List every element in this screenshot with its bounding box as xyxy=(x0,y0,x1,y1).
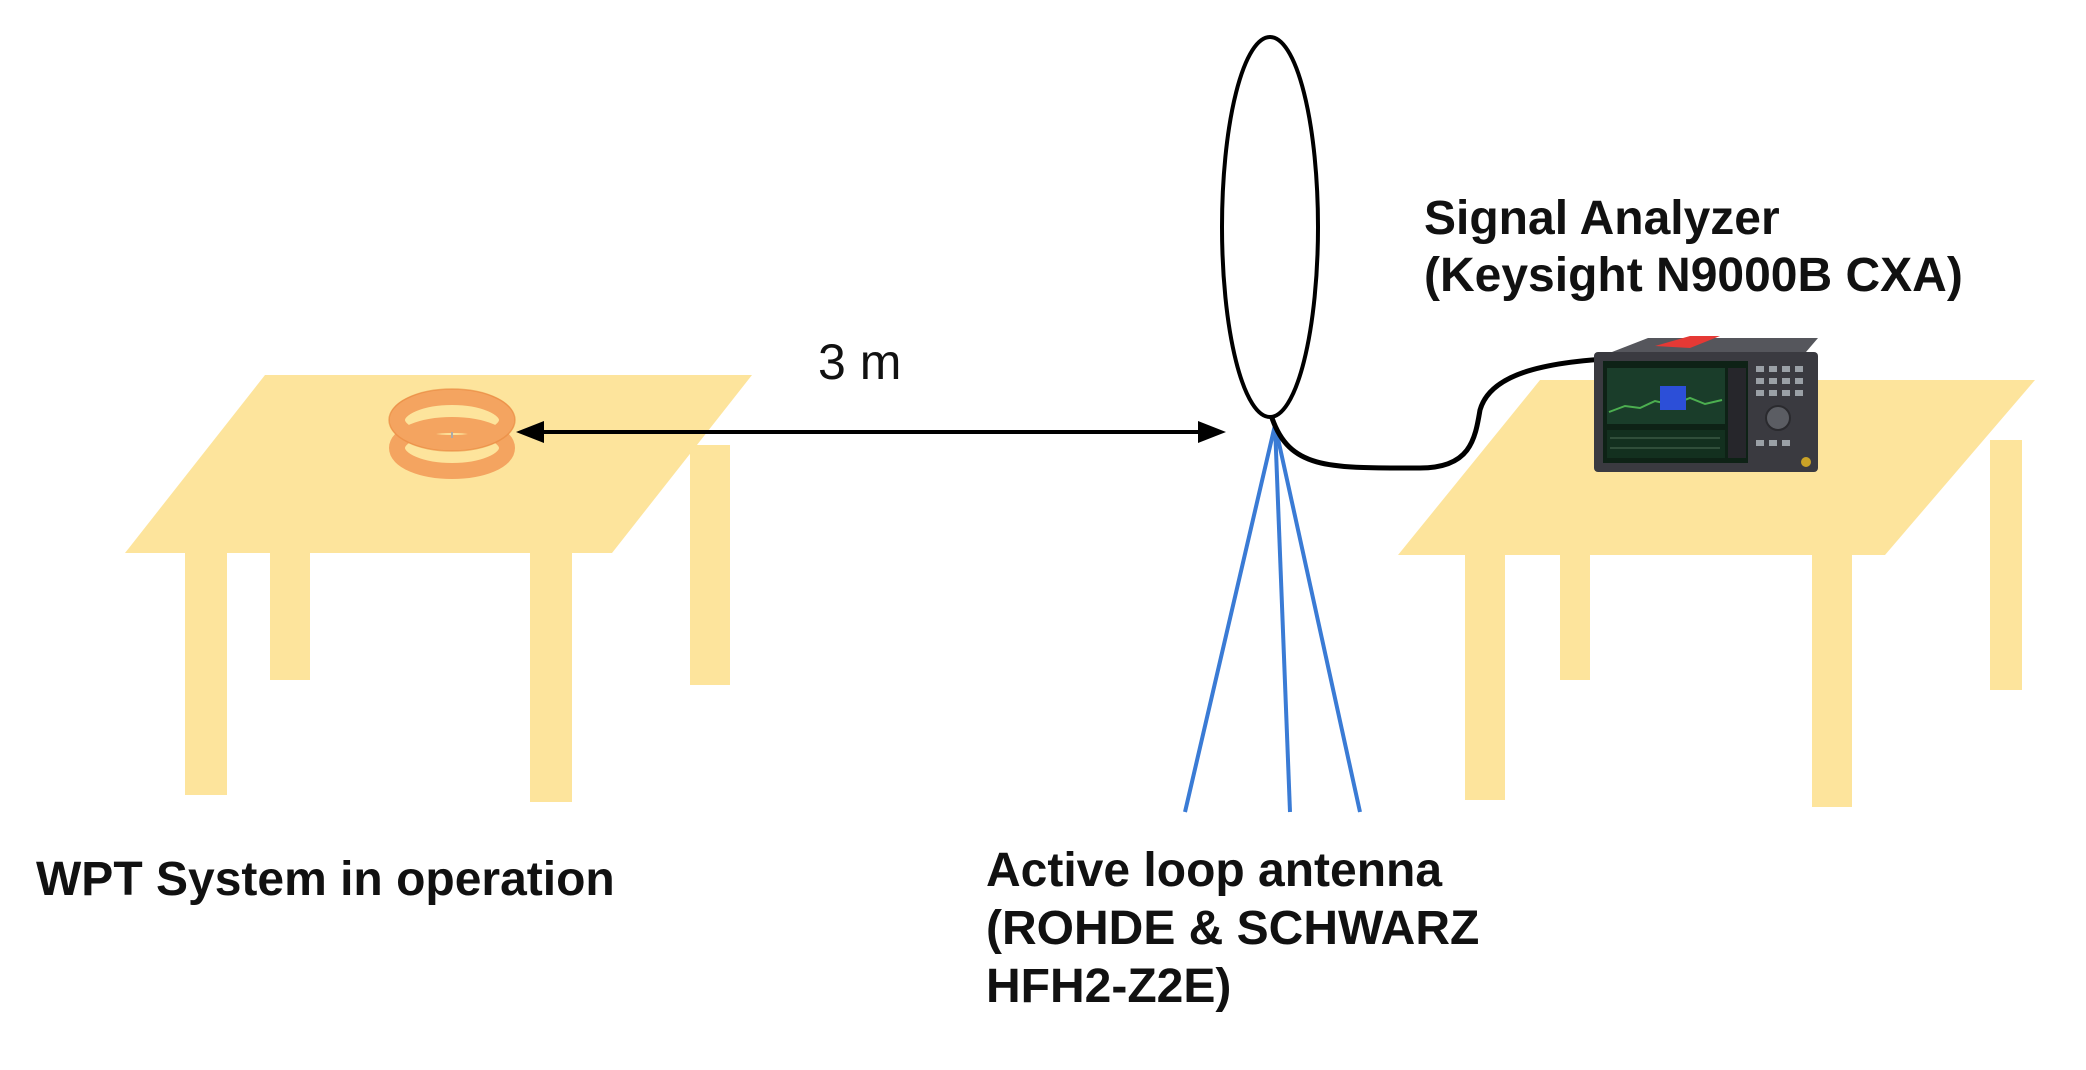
right-table-leg-front-left xyxy=(1465,545,1505,800)
right-table-leg-front-right xyxy=(1812,545,1852,807)
right-table-leg-back-right xyxy=(1990,440,2022,690)
distance-arrow xyxy=(516,421,1226,443)
antenna-cable xyxy=(1269,355,1621,471)
antenna-tripod xyxy=(1183,424,1362,813)
left-table-leg-front-left xyxy=(185,530,227,795)
left-table-leg-front-right xyxy=(530,530,572,802)
right-table-leg-back-left xyxy=(1560,540,1590,680)
loop-antenna-icon xyxy=(1220,35,1320,419)
distance-label: 3 m xyxy=(818,334,902,390)
wpt-system-label: WPT System in operation xyxy=(36,853,615,906)
coil-icon xyxy=(388,388,516,479)
antenna-title: Active loop antenna xyxy=(986,844,1443,897)
antenna-model-line2: HFH2-Z2E) xyxy=(986,960,1232,1013)
left-table-leg-back-right xyxy=(690,445,730,685)
analyzer-model: (Keysight N9000B CXA) xyxy=(1424,249,1963,302)
antenna-model-line1: (ROHDE & SCHWARZ xyxy=(986,902,1480,955)
analyzer-title: Signal Analyzer xyxy=(1424,192,1780,245)
signal-analyzer-icon xyxy=(1594,336,1818,472)
